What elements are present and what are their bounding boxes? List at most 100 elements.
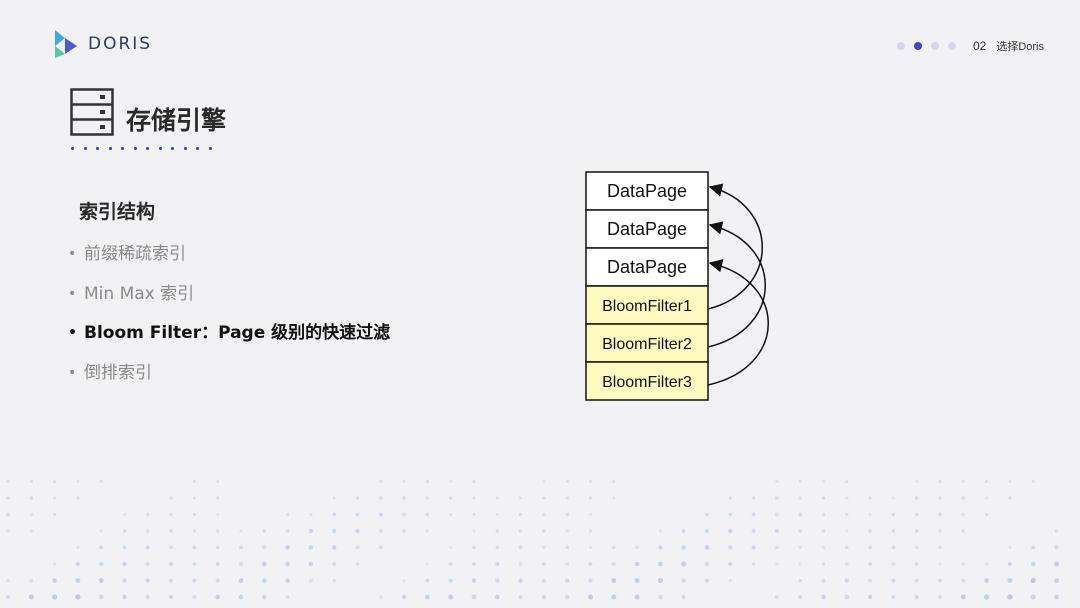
background-dot (868, 529, 872, 533)
background-dot (1054, 561, 1059, 567)
background-dot (378, 512, 383, 517)
background-dot (868, 562, 873, 566)
background-dot (542, 545, 546, 550)
bloom-filter-block: BloomFilter2 (585, 323, 709, 363)
background-dot (751, 545, 756, 550)
background-dot (565, 496, 569, 500)
bloom-to-page-arrow (707, 259, 769, 386)
background-dot (914, 562, 919, 566)
background-dot (6, 512, 10, 517)
background-dot (169, 512, 173, 517)
bloom-to-page-arrow (707, 221, 766, 348)
background-dot (845, 496, 849, 500)
background-dot (798, 496, 802, 500)
block-label: BloomFilter2 (602, 336, 692, 353)
background-dot (471, 594, 477, 600)
background-dot (518, 578, 523, 583)
background-dot (891, 512, 896, 517)
background-dot (891, 545, 896, 550)
background-dot (448, 496, 453, 500)
background-dot (495, 545, 500, 550)
background-dot (728, 496, 732, 500)
background-dot (99, 561, 104, 567)
background-dot (938, 545, 942, 550)
slide-pager: 02 选择Doris (896, 38, 1044, 54)
background-dot (961, 479, 965, 484)
background-dot (891, 529, 896, 533)
background-dot (611, 578, 617, 583)
logo-text: DORIS (88, 34, 153, 54)
background-dot (355, 545, 360, 550)
block-label: DataPage (607, 257, 687, 277)
background-dot (657, 561, 663, 567)
background-dot (425, 496, 430, 500)
background-dot (518, 512, 523, 517)
pager-dot[interactable] (947, 42, 956, 50)
background-dot (378, 529, 383, 533)
background-dot (867, 594, 873, 600)
background-dot (518, 529, 523, 533)
bullet-text: Min Max 索引 (84, 283, 195, 304)
background-dot (915, 479, 919, 484)
background-dot (238, 594, 244, 600)
pager-dot[interactable] (896, 42, 905, 50)
block-label: DataPage (607, 219, 687, 239)
background-dot (29, 578, 34, 583)
background-dot (984, 479, 989, 484)
background-dot (192, 512, 197, 517)
background-dot (495, 512, 499, 517)
background-dot (379, 479, 383, 484)
bloom-filter-diagram: DataPageDataPageDataPageBloomFilter1Bloo… (585, 171, 769, 401)
background-dot (937, 594, 943, 600)
pager-dots (896, 42, 965, 50)
background-dot (821, 512, 826, 517)
bloom-to-page-arrow (707, 183, 763, 310)
background-dot (541, 578, 546, 583)
background-dot (215, 578, 220, 583)
background-dot (238, 561, 244, 567)
title-underline-dots (71, 147, 221, 150)
background-dot (355, 562, 360, 566)
background-dot (5, 594, 11, 600)
background-dot (798, 545, 802, 550)
background-dot (775, 479, 779, 484)
background-dot (588, 479, 593, 484)
pager-dot[interactable] (913, 42, 922, 50)
background-dot (285, 595, 290, 599)
bullet-text: Bloom Filter：Page 级别的快速过滤 (84, 323, 391, 343)
background-dot (751, 512, 756, 517)
background-dot (402, 479, 406, 484)
background-dot (215, 562, 220, 566)
background-dot (775, 595, 779, 599)
background-dot (76, 545, 80, 550)
background-dot (845, 479, 849, 484)
background-dot (542, 479, 546, 484)
background-dot (262, 594, 267, 600)
background-dot (541, 594, 547, 600)
subheading: 索引结构 (79, 201, 156, 223)
data-page-block: DataPage (585, 209, 709, 249)
background-dot (308, 528, 313, 534)
background-dot (868, 496, 872, 500)
background-dot (216, 479, 220, 484)
pager-dot[interactable] (930, 42, 939, 50)
background-dot (984, 578, 989, 583)
bullet-item: •倒排索引 (68, 361, 390, 401)
background-dot (612, 496, 616, 500)
page-title: 存储引擎 (126, 106, 227, 135)
background-dot (285, 529, 290, 533)
underline-dot (71, 147, 74, 150)
background-dot (891, 594, 896, 600)
doris-logo: DORIS (53, 28, 152, 60)
background-dot (285, 512, 290, 517)
background-dot (308, 561, 314, 567)
background-dot (681, 529, 686, 533)
background-dot (1008, 479, 1012, 484)
background-dot (798, 512, 803, 517)
background-dot (821, 545, 826, 550)
block-rect (585, 247, 709, 287)
background-dot (1008, 496, 1012, 500)
background-dot (99, 529, 103, 533)
background-dot (122, 594, 127, 600)
underline-dot (171, 147, 174, 150)
